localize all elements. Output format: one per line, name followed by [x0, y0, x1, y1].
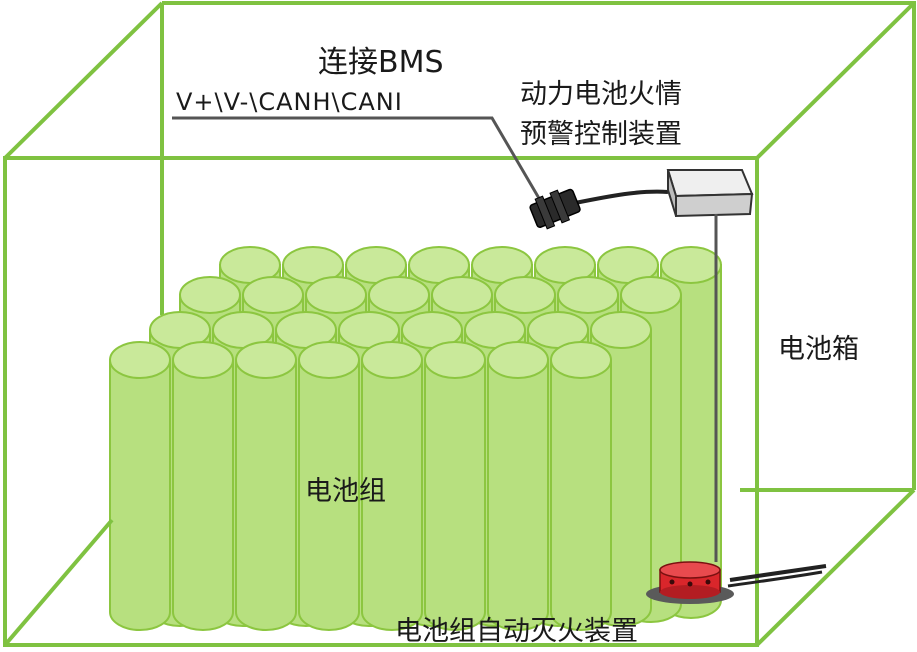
battery-cell: [487, 341, 549, 631]
control-box-icon: [666, 169, 754, 218]
battery-pack-label: 电池组: [305, 476, 386, 507]
device-label-line2: 预警控制装置: [520, 119, 682, 150]
battery-cell: [424, 341, 486, 631]
box-front-edges: [3, 1, 916, 647]
bms-connect-label: 连接BMS: [318, 45, 444, 80]
battery-cell: [550, 341, 612, 631]
plug-connector-icon: [529, 188, 581, 230]
battery-box-label: 电池箱: [778, 334, 859, 365]
battery-cell: [235, 341, 297, 631]
bms-leader-line: [172, 116, 542, 201]
extinguisher-label: 电池组自动灭火装置: [395, 616, 638, 647]
bms-cable: [574, 189, 669, 205]
bms-signal-label: V+\V-\CANH\CANI: [176, 88, 403, 116]
battery-cell: [361, 341, 423, 631]
battery-cell: [172, 341, 234, 631]
battery-cell: [109, 341, 171, 631]
battery-cell: [298, 341, 360, 631]
extinguisher-icon: [646, 561, 827, 604]
device-label-line1: 动力电池火情: [520, 79, 682, 110]
battery-pack: [109, 246, 722, 631]
